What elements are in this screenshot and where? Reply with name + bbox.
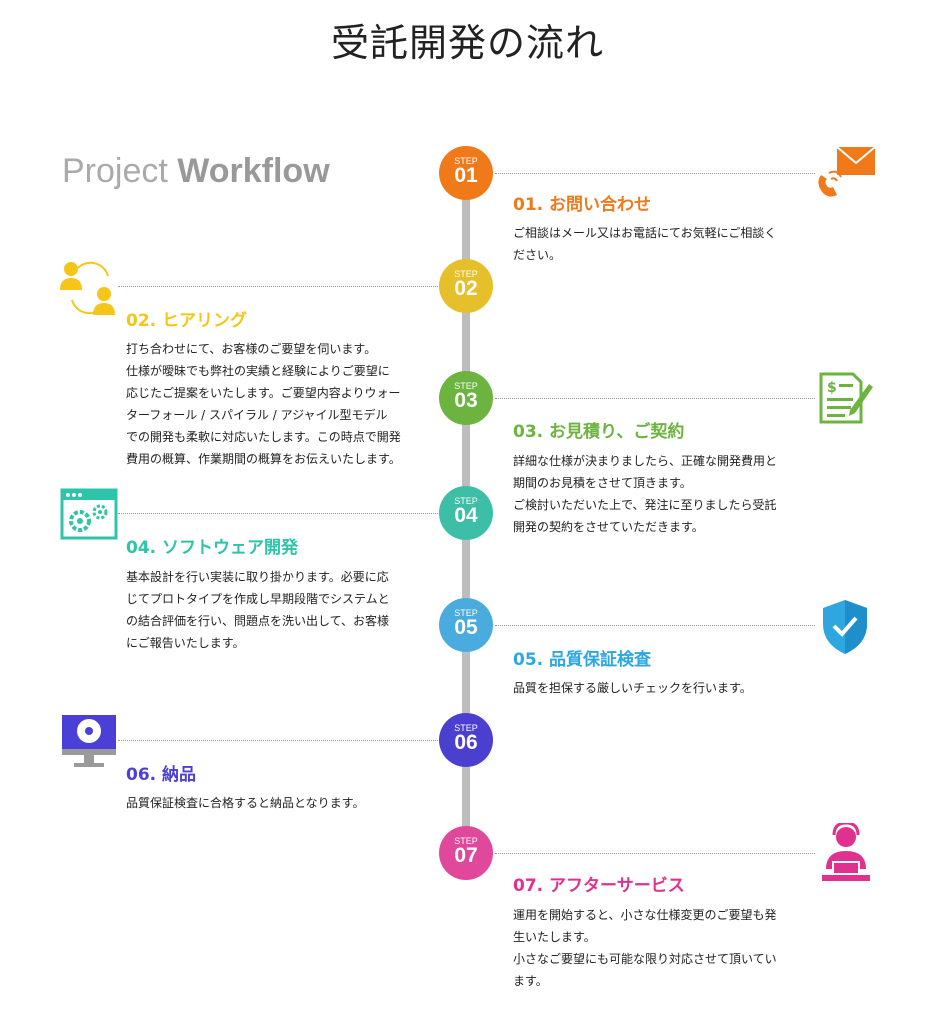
step-05-circle: STEP 05: [439, 598, 493, 652]
step-02-title: 02. ヒアリング: [126, 311, 248, 331]
step-05-label: STEP: [454, 608, 478, 618]
desc-line: 費用の概算、作業期間の概算をお伝えいたします。: [126, 452, 401, 466]
desc-line: の結合評価を行い、問題点を洗い出して、お客様: [126, 614, 390, 628]
step-04-connector: [118, 513, 438, 514]
step-07-label: STEP: [454, 836, 478, 846]
desc-line: 基本設計を行い実装に取り掛かります。必要に応: [126, 570, 389, 584]
step-07-number: 07: [454, 844, 478, 867]
desc-line: じてプロトタイプを作成し早期段階でシステムと: [126, 592, 390, 606]
desc-line: ご相談はメール又はお電話にてお気軽にご相談く: [513, 226, 777, 240]
step-03-circle: STEP 03: [439, 371, 493, 425]
step-03-connector: [495, 398, 815, 399]
desc-line: 運用を開始すると、小さな仕様変更のご要望も発: [513, 908, 777, 922]
step-01-connector: [495, 173, 815, 174]
desc-line: 打ち合わせにて、お客様のご要望を伺います。: [126, 342, 377, 356]
step-05-desc: 品質を担保する厳しいチェックを行います。: [513, 677, 833, 699]
step-01-title: 01. お問い合わせ: [513, 195, 652, 215]
desc-line: ます。: [513, 974, 548, 988]
page-title: 受託開発の流れ: [330, 21, 604, 65]
step-04-label: STEP: [454, 496, 478, 506]
desc-line: 生いたします。: [513, 930, 596, 944]
support-person-icon: [820, 821, 872, 887]
desc-line: にご報告いたします。: [126, 636, 245, 650]
step-06-connector: [118, 740, 438, 741]
desc-line: 品質を担保する厳しいチェックを行います。: [513, 681, 752, 695]
step-06-desc: 品質保証検査に合格すると納品となります。: [126, 792, 446, 814]
gear-window-icon: [60, 488, 118, 546]
step-02-number: 02: [454, 277, 478, 300]
desc-line: 応じたご提案をいたします。ご要望内容よりウォー: [126, 386, 401, 400]
step-06-circle: STEP 06: [439, 713, 493, 767]
step-04-circle: STEP 04: [439, 486, 493, 540]
step-03-title: 03. お見積り、ご契約: [513, 422, 685, 442]
desc-line: 仕様が曖昧でも弊社の実績と経験によりご要望に: [126, 364, 390, 378]
step-02-circle: STEP 02: [439, 259, 493, 313]
step-01-label: STEP: [454, 156, 478, 166]
desc-line: 小さなご要望にも可能な限り対応させて頂いてい: [513, 952, 777, 966]
step-04-desc: 基本設計を行い実装に取り掛かります。必要に応 じてプロトタイプを作成し早期段階で…: [126, 566, 426, 654]
step-07-desc: 運用を開始すると、小さな仕様変更のご要望も発 生いたします。 小さなご要望にも可…: [513, 904, 813, 992]
desc-line: 開発の契約をさせていただきます。: [513, 520, 704, 534]
phone-mail-icon: [815, 145, 877, 205]
contract-icon: $: [817, 370, 875, 432]
step-07-title: 07. アフターサービス: [513, 876, 685, 896]
desc-line: での開発も柔軟に対応いたします。この時点で開発: [126, 430, 401, 444]
step-07-circle: STEP 07: [439, 826, 493, 880]
step-02-desc: 打ち合わせにて、お客様のご要望を伺います。 仕様が曖昧でも弊社の実績と経験により…: [126, 338, 426, 470]
step-06-number: 06: [454, 731, 478, 754]
desc-line: ださい。: [513, 248, 562, 262]
subtitle-prefix: Project: [62, 152, 168, 190]
step-02-label: STEP: [454, 269, 478, 279]
step-03-number: 03: [454, 389, 478, 412]
step-04-title: 04. ソフトウェア開発: [126, 538, 299, 558]
step-04-number: 04: [454, 504, 478, 527]
shield-check-icon: [820, 598, 870, 660]
users-icon: [58, 258, 120, 320]
step-03-desc: 詳細な仕様が決まりましたら、正確な開発費用と 期間のお見積をさせて頂きます。 ご…: [513, 450, 813, 538]
svg-text:$: $: [827, 380, 837, 396]
desc-line: 期間のお見積をさせて頂きます。: [513, 476, 692, 490]
step-06-label: STEP: [454, 723, 478, 733]
step-06-title: 06. 納品: [126, 765, 197, 785]
desc-line: ご検討いただいた上で、発注に至りましたら受託: [513, 498, 777, 512]
desc-line: 品質保証検査に合格すると納品となります。: [126, 796, 365, 810]
step-07-connector: [495, 853, 815, 854]
desc-line: ターフォール / スパイラル / アジャイル型モデル: [126, 408, 388, 422]
step-05-title: 05. 品質保証検査: [513, 650, 652, 670]
step-03-label: STEP: [454, 381, 478, 391]
monitor-disc-icon: [60, 713, 118, 775]
workflow-subtitle: Project Workflow: [62, 152, 330, 191]
step-01-number: 01: [454, 164, 478, 187]
desc-line: 詳細な仕様が決まりましたら、正確な開発費用と: [513, 454, 778, 468]
step-01-desc: ご相談はメール又はお電話にてお気軽にご相談く ださい。: [513, 222, 813, 266]
step-02-connector: [118, 286, 438, 287]
step-05-connector: [495, 625, 815, 626]
step-05-number: 05: [454, 616, 478, 639]
subtitle-bold: Workflow: [177, 152, 330, 190]
step-01-circle: STEP 01: [439, 146, 493, 200]
